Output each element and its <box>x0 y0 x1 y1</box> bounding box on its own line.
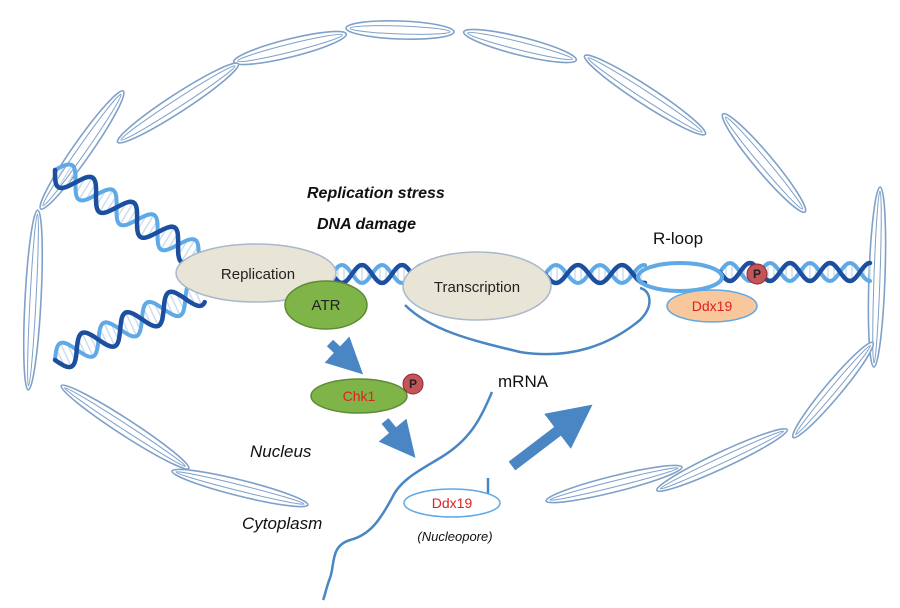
replication-stress-label: Replication stress <box>307 185 445 202</box>
nuclear-envelope <box>22 20 887 508</box>
transcript-loop <box>404 286 651 356</box>
ddx19-rloop-label: Ddx19 <box>692 298 733 314</box>
phospho-rloop-label: P <box>753 267 761 281</box>
envelope-segment <box>867 186 887 368</box>
ddx19-rloop-node[interactable] <box>666 289 758 323</box>
ddx19-pore-node[interactable] <box>403 488 501 518</box>
replication-node[interactable] <box>175 243 337 303</box>
envelope-segment <box>345 20 455 40</box>
envelope-segment <box>60 384 190 470</box>
dna-fork-lower <box>52 279 207 370</box>
dna-segment-end <box>717 260 873 284</box>
atr-label: ATR <box>312 297 341 314</box>
r-loop-label: R-loop <box>653 229 703 248</box>
envelope-segment <box>22 209 44 391</box>
phospho-chk1-label: P <box>409 377 417 391</box>
envelope-segment <box>116 62 240 144</box>
nucleopore-label: (Nucleopore) <box>417 529 492 544</box>
phospho-chk1-icon <box>402 373 424 395</box>
envelope-segment <box>655 427 789 493</box>
envelope-segment <box>39 89 125 211</box>
envelope-segment <box>721 112 807 214</box>
atr-node[interactable] <box>284 280 368 330</box>
transcription-node[interactable] <box>402 251 552 321</box>
arrow-atr-to-chk1 <box>324 336 364 375</box>
envelope-segment <box>791 341 875 439</box>
phospho-rloop-icon <box>746 263 768 285</box>
mrna-label: mRNA <box>498 372 549 391</box>
dna-segment-right <box>542 262 648 286</box>
cytoplasm-label: Cytoplasm <box>242 514 322 533</box>
envelope-segment <box>583 54 707 136</box>
envelope-segment <box>171 468 309 508</box>
chk1-node[interactable] <box>310 378 408 414</box>
chk1-label: Chk1 <box>343 388 376 404</box>
r-loop-bubble <box>636 261 724 293</box>
transcription-label: Transcription <box>434 279 520 296</box>
ddx19-pore-label: Ddx19 <box>432 495 473 511</box>
mrna-strand[interactable] <box>321 391 494 601</box>
dna-damage-label: DNA damage <box>317 216 416 233</box>
dna-fork-upper <box>52 162 204 265</box>
envelope-segment <box>545 464 683 504</box>
arrow-pore-to-rloop <box>508 404 593 471</box>
nucleus-label: Nucleus <box>250 442 312 461</box>
envelope-segment <box>232 30 348 66</box>
arrow-chk1-to-pore <box>378 418 416 458</box>
envelope-segment <box>462 28 578 64</box>
replication-label: Replication <box>221 266 295 283</box>
